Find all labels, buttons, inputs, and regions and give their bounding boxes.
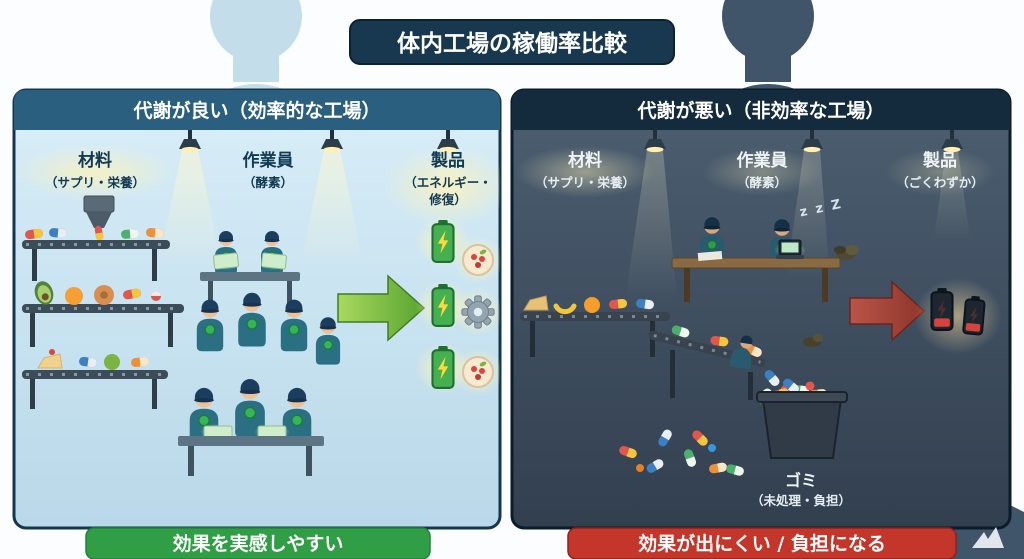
conveyor-belt-foods <box>22 281 184 347</box>
battery-empty-icon <box>962 294 987 336</box>
laptop-icon <box>776 239 804 259</box>
left-banner: 効果を実感しやすい <box>85 527 431 559</box>
workers-sub-right: （酵素） <box>737 175 787 190</box>
spilled-pills <box>618 427 745 477</box>
right-banner: 効果が出にくい / 負担になる <box>567 527 957 559</box>
left-banner-text: 効果を実感しやすい <box>173 532 344 555</box>
light-beam <box>158 150 222 268</box>
products-sub-right: （ごくわずか） <box>896 175 984 190</box>
green-arrow-icon <box>337 274 426 342</box>
light-beam <box>625 150 677 300</box>
battery-charged-icon <box>431 218 455 264</box>
hopper-machine <box>83 195 115 213</box>
products-sub-left-2: 修復） <box>428 192 467 207</box>
workbench-front <box>178 378 324 476</box>
left-panel: 材料 （サプリ・栄養） 作業員 （酵素） 製品 （エネルギー・ 修復） 代謝が良… <box>12 88 502 530</box>
products-label-right: 製品 <box>922 150 957 171</box>
banana-icon <box>553 303 577 315</box>
donut-icon <box>94 285 114 305</box>
workers-label-left: 作業員 <box>243 150 294 171</box>
worker-figure-icon <box>729 335 753 370</box>
fruit-icon <box>104 354 120 370</box>
page-title: 体内工場の稼働率比較 <box>397 30 628 57</box>
right-header-title: 代謝が悪い（非効率な工場） <box>636 99 884 122</box>
orange-icon <box>584 297 600 313</box>
light-beam <box>300 150 364 268</box>
battery-charged-icon <box>431 282 455 328</box>
conveyor-belt-meals <box>22 349 168 409</box>
cake-icon <box>37 349 63 369</box>
materials-label-right: 材料 <box>568 150 602 171</box>
workers-sub-left: （酵素） <box>243 175 293 190</box>
left-header-band <box>14 90 500 130</box>
plate-icon <box>462 356 494 388</box>
products-right <box>914 278 1002 354</box>
garbage-sub: （未処理・負担） <box>751 493 851 508</box>
right-header-band <box>512 90 1010 130</box>
orange-icon <box>65 287 83 305</box>
right-banner-text: 効果が出にくい / 負担になる <box>638 532 886 555</box>
plate-icon <box>462 244 494 276</box>
office-desk <box>671 216 841 302</box>
left-header-title: 代謝が良い（効率的な工場） <box>132 99 380 122</box>
gear-icon <box>461 295 495 329</box>
workers-label-right: 作業員 <box>737 150 788 171</box>
conveyor-belt-pills <box>22 195 170 281</box>
avocado-icon <box>34 281 54 305</box>
products-label-left: 製品 <box>430 150 465 171</box>
workbench-back <box>200 230 300 307</box>
right-panel: z z Z <box>510 88 1012 530</box>
paper-icon <box>697 250 723 262</box>
materials-label-left: 材料 <box>78 150 112 171</box>
tablet-icon <box>151 291 161 301</box>
products-sub-left-1: （エネルギー・ <box>404 175 492 190</box>
red-arrow-icon <box>849 280 926 342</box>
cake-icon <box>523 295 549 311</box>
trash-bin <box>756 376 848 459</box>
title-badge: 体内工場の稼働率比較 <box>349 19 675 65</box>
products-left <box>415 216 500 396</box>
materials-sub-left: （サプリ・栄養） <box>45 175 145 190</box>
materials-sub-right: （サプリ・栄養） <box>535 175 635 190</box>
battery-charged-icon <box>431 344 455 390</box>
watermark-logo <box>972 527 1004 548</box>
battery-empty-icon <box>930 286 954 332</box>
garbage-label: ゴミ <box>785 471 817 490</box>
